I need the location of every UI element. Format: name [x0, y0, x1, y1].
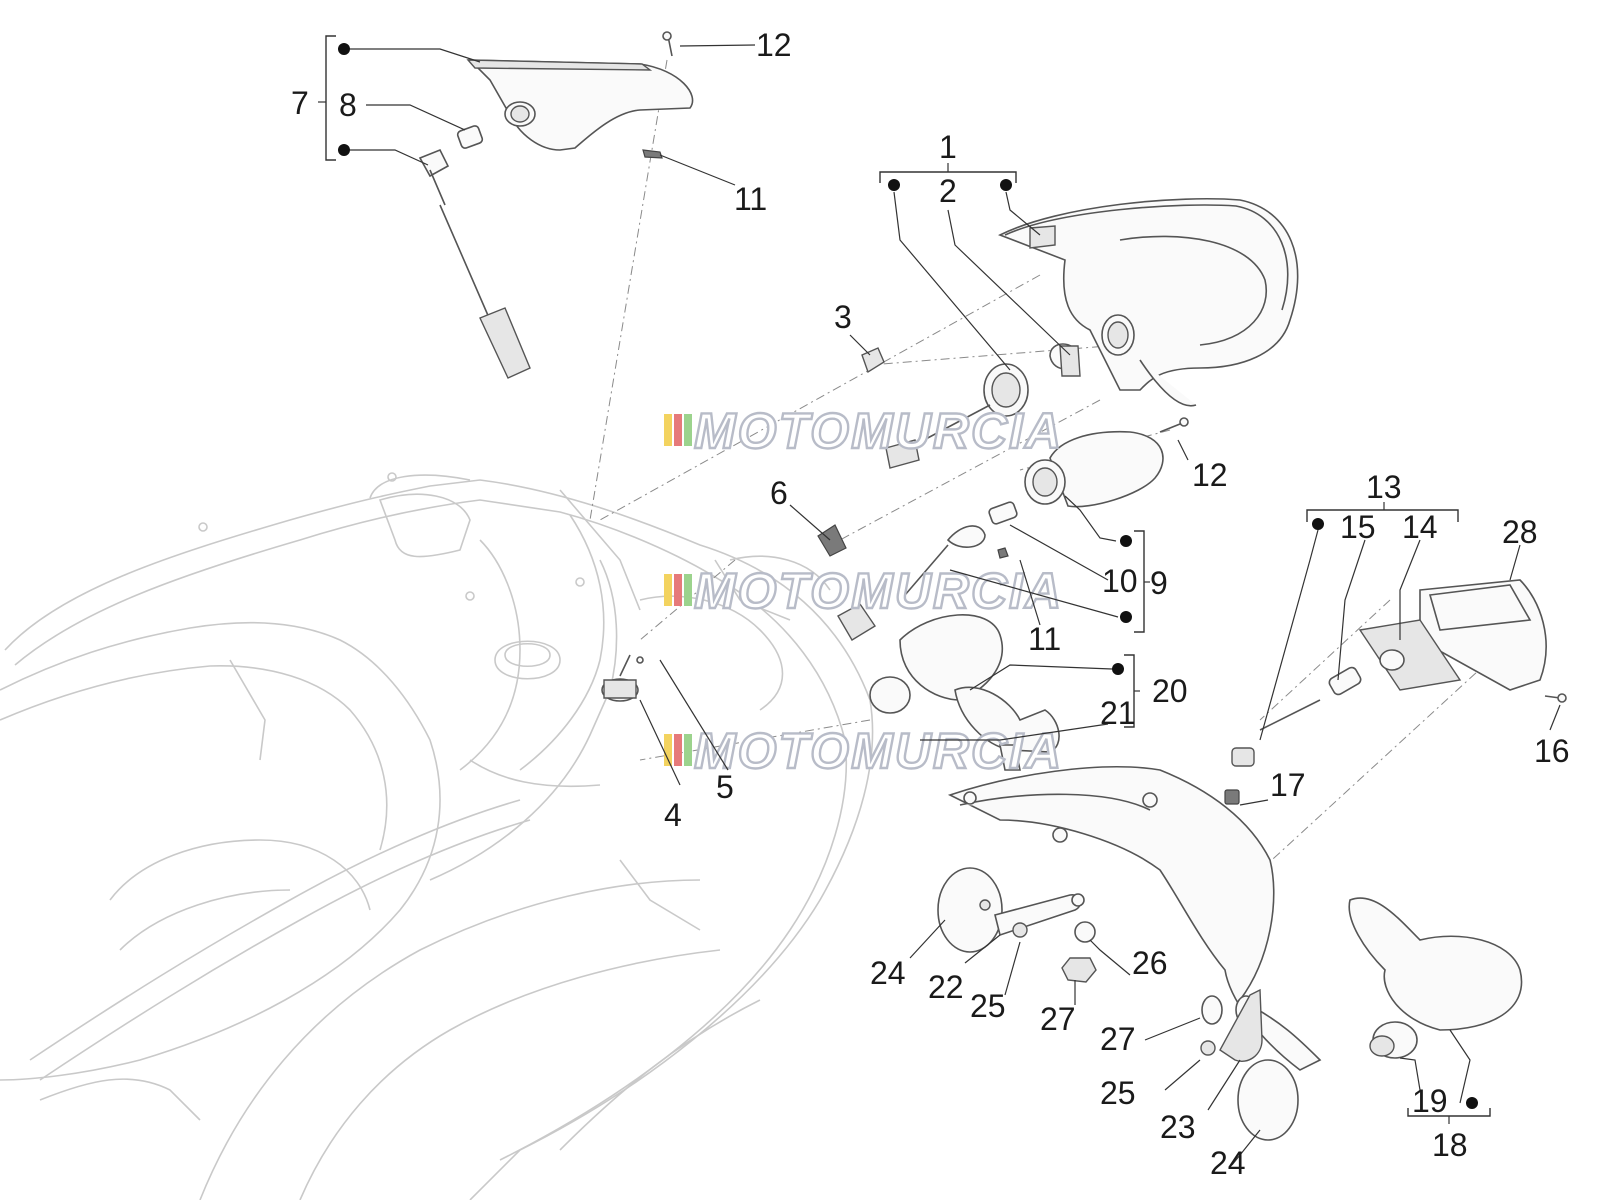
- callout-12: 12: [1192, 457, 1228, 493]
- callout-3: 3: [834, 299, 852, 335]
- callout-12: 12: [756, 27, 792, 63]
- watermark-2: MOTOMURCIA: [664, 562, 1063, 620]
- callout-7: 7: [291, 85, 309, 121]
- bullet-dot: [1120, 535, 1132, 547]
- watermark-stripe-red: [674, 414, 682, 446]
- watermark-stripe-red: [674, 734, 682, 766]
- callout-24: 24: [1210, 1145, 1246, 1181]
- callout-4: 4: [664, 797, 682, 833]
- watermark-3: MOTOMURCIA: [664, 722, 1063, 780]
- bullet-dot: [338, 144, 350, 156]
- callout-26: 26: [1132, 945, 1168, 981]
- callout-25: 25: [970, 988, 1006, 1024]
- side-indicator-right: [1348, 897, 1523, 1059]
- callout-10: 10: [1102, 563, 1138, 599]
- callout-18: 18: [1432, 1127, 1468, 1163]
- callout-11: 11: [734, 181, 767, 217]
- callout-17: 17: [1270, 767, 1306, 803]
- watermark-stripe-green: [684, 414, 692, 446]
- callout-27: 27: [1040, 1001, 1076, 1037]
- upper-lamp-assembly: [418, 31, 694, 379]
- watermark-text: MOTOMURCIA: [694, 723, 1063, 779]
- bullet-dot: [1312, 518, 1324, 530]
- bullet-dot: [338, 43, 350, 55]
- callout-27: 27: [1100, 1021, 1136, 1057]
- callout-15: 15: [1340, 509, 1376, 545]
- rear-bracket: [947, 766, 1322, 1071]
- callout-14: 14: [1402, 509, 1438, 545]
- callout-24: 24: [870, 955, 906, 991]
- callout-19: 19: [1412, 1083, 1448, 1119]
- lamp-knob-assembly: [601, 654, 644, 702]
- callout-22: 22: [928, 969, 964, 1005]
- watermark-stripe-green: [684, 734, 692, 766]
- tail-light-assembly: [861, 198, 1299, 469]
- indicator-upper-assembly: [817, 430, 1164, 641]
- callout-1: 1: [939, 129, 957, 165]
- group-brackets: [318, 35, 1491, 1124]
- bullet-dot: [1120, 611, 1132, 623]
- watermark-1: MOTOMURCIA: [664, 402, 1063, 460]
- callout-25: 25: [1100, 1075, 1136, 1111]
- callout-9: 9: [1150, 565, 1168, 601]
- watermark-stripe-red: [674, 574, 682, 606]
- callout-20: 20: [1152, 673, 1188, 709]
- watermark-text: MOTOMURCIA: [694, 403, 1063, 459]
- side-indicator-left: [869, 614, 1060, 771]
- callout-2: 2: [939, 173, 957, 209]
- reflector-hardware: [937, 867, 1299, 1141]
- callout-16: 16: [1534, 733, 1570, 769]
- callout-13: 13: [1366, 469, 1402, 505]
- bullet-dot: [888, 179, 900, 191]
- watermark-stripe-green: [684, 574, 692, 606]
- watermark-text: MOTOMURCIA: [694, 563, 1063, 619]
- callout-8: 8: [339, 87, 357, 123]
- callout-labels: 7 8 12 11 1 2 3 12 6 10 9 11 13 15 14 28…: [291, 27, 1570, 1181]
- callout-11: 11: [1028, 621, 1061, 657]
- callout-28: 28: [1502, 514, 1538, 550]
- watermark-stripe-yellow: [664, 574, 672, 606]
- plate-light-assembly: [1231, 579, 1567, 767]
- bullet-dot: [1000, 179, 1012, 191]
- callout-5: 5: [716, 769, 734, 805]
- watermark-stripe-yellow: [664, 414, 672, 446]
- bullet-dot: [1466, 1097, 1478, 1109]
- bullet-dot: [1112, 663, 1124, 675]
- callout-23: 23: [1160, 1109, 1196, 1145]
- callout-6: 6: [770, 475, 788, 511]
- leader-lines: [350, 44, 1561, 1166]
- callout-21: 21: [1100, 695, 1136, 731]
- watermark-stripe-yellow: [664, 734, 672, 766]
